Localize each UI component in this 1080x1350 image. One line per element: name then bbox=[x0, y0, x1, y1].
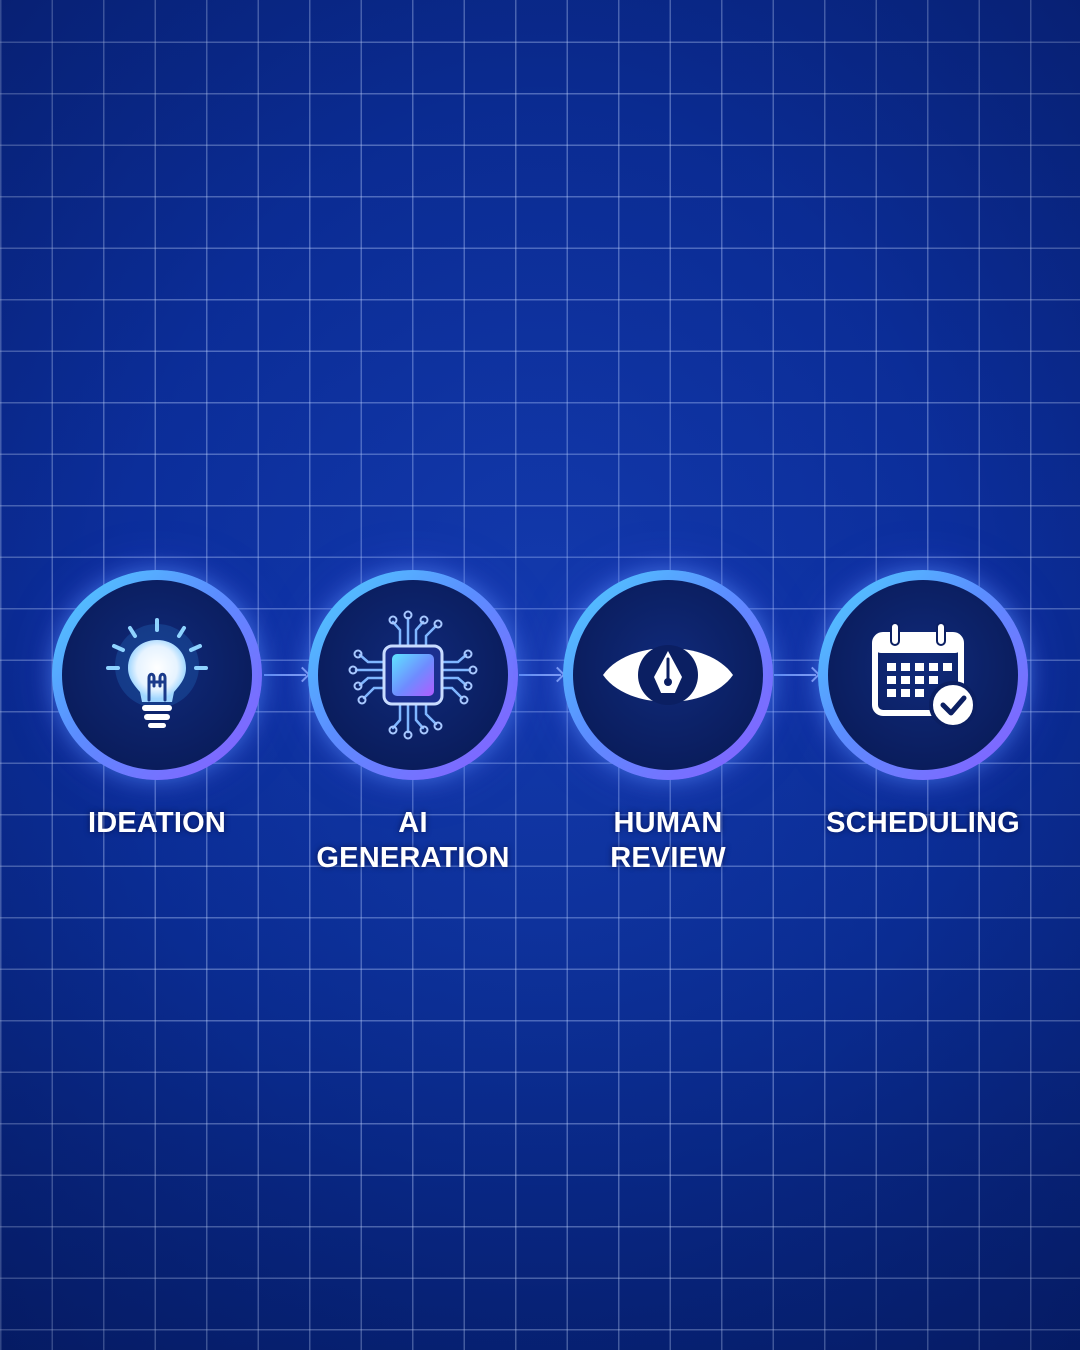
eye-pen-nib-icon bbox=[603, 645, 733, 705]
step-ideation: IDEATION bbox=[52, 570, 262, 839]
calendar-check-icon bbox=[872, 622, 977, 729]
lightbulb-icon bbox=[106, 618, 208, 728]
step-disc bbox=[318, 580, 508, 770]
connector-arrow-2 bbox=[519, 674, 561, 676]
step-ring bbox=[52, 570, 262, 780]
step-ring bbox=[563, 570, 773, 780]
step-label-human-review: HUMAN REVIEW bbox=[610, 807, 726, 874]
connector-arrow-3 bbox=[774, 674, 816, 676]
step-label-ideation: IDEATION bbox=[87, 807, 226, 839]
step-ring bbox=[818, 570, 1028, 780]
step-disc bbox=[573, 580, 763, 770]
step-ai-generation: AI GENERATION bbox=[308, 570, 518, 874]
microchip-icon bbox=[348, 610, 478, 740]
step-disc bbox=[62, 580, 252, 770]
step-label-scheduling: SCHEDULING bbox=[826, 807, 1020, 839]
step-human-review: HUMAN REVIEW bbox=[563, 570, 773, 874]
step-scheduling: SCHEDULING bbox=[818, 570, 1028, 839]
step-disc bbox=[828, 580, 1018, 770]
step-label-ai-generation: AI GENERATION bbox=[316, 807, 510, 874]
connector-arrow-1 bbox=[264, 674, 306, 676]
step-ring bbox=[308, 570, 518, 780]
